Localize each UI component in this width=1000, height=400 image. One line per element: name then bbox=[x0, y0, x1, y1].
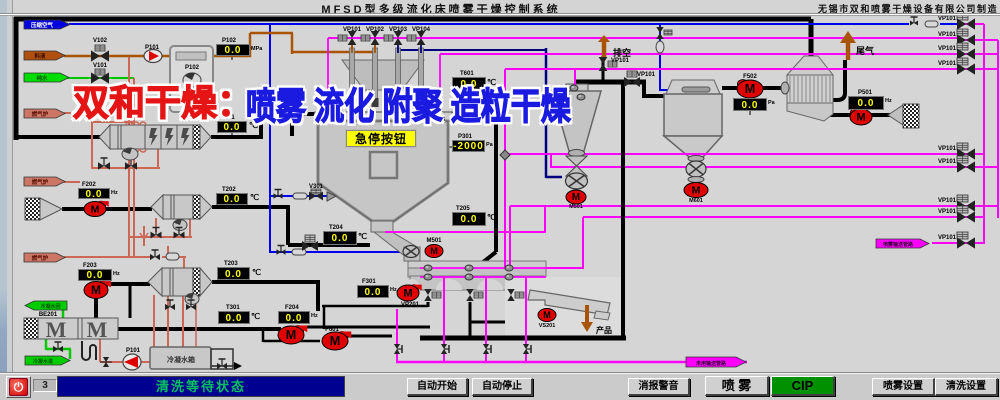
svg-text:V101: V101 bbox=[93, 63, 108, 69]
svg-text:VP103: VP103 bbox=[389, 27, 408, 33]
svg-text:M501: M501 bbox=[426, 238, 442, 244]
svg-text:M: M bbox=[46, 317, 67, 342]
svg-text:M: M bbox=[543, 310, 551, 320]
svg-text:VP101: VP101 bbox=[938, 16, 957, 22]
svg-text:M: M bbox=[856, 112, 865, 124]
svg-text:M: M bbox=[692, 184, 701, 196]
svg-text:F502: F502 bbox=[743, 74, 757, 80]
svg-text:VP101: VP101 bbox=[938, 198, 957, 204]
svg-text:冷凝水回: 冷凝水回 bbox=[40, 303, 60, 310]
svg-text:M: M bbox=[430, 246, 438, 256]
svg-text:VP102: VP102 bbox=[366, 27, 385, 33]
svg-text:压缩空气: 压缩空气 bbox=[31, 21, 54, 29]
svg-text:VP101: VP101 bbox=[637, 72, 656, 78]
svg-text:VP101: VP101 bbox=[938, 61, 957, 67]
svg-text:VP101: VP101 bbox=[938, 209, 957, 215]
svg-text:VP101: VP101 bbox=[343, 27, 362, 33]
svg-text:V102: V102 bbox=[93, 38, 108, 44]
svg-text:M: M bbox=[572, 192, 580, 203]
svg-text:VP101: VP101 bbox=[611, 58, 630, 64]
svg-text:纯水: 纯水 bbox=[36, 74, 48, 82]
svg-text:燃气炉: 燃气炉 bbox=[32, 254, 49, 262]
svg-text:P101: P101 bbox=[145, 45, 160, 51]
svg-text:BE201: BE201 bbox=[39, 312, 58, 318]
svg-text:VP201: VP201 bbox=[401, 302, 420, 308]
svg-text:未用输送管路: 未用输送管路 bbox=[695, 360, 727, 367]
svg-text:M: M bbox=[286, 328, 297, 342]
svg-text:冷凝水进: 冷凝水进 bbox=[33, 358, 53, 365]
svg-text:喷雾输送管路: 喷雾输送管路 bbox=[883, 241, 914, 248]
svg-text:VP101: VP101 bbox=[938, 46, 957, 52]
svg-text:燃气炉: 燃气炉 bbox=[32, 110, 49, 118]
svg-text:M501: M501 bbox=[569, 204, 583, 210]
svg-text:M: M bbox=[330, 334, 341, 348]
svg-text:VS201: VS201 bbox=[539, 323, 556, 329]
svg-text:M: M bbox=[403, 288, 412, 300]
svg-text:P102: P102 bbox=[185, 65, 200, 71]
svg-text:尾气: 尾气 bbox=[855, 45, 874, 56]
svg-text:M: M bbox=[91, 203, 100, 215]
svg-text:M: M bbox=[91, 283, 101, 297]
svg-text:P101: P101 bbox=[126, 348, 141, 354]
svg-text:排空: 排空 bbox=[613, 47, 631, 58]
svg-text:M: M bbox=[87, 317, 108, 342]
svg-text:产品: 产品 bbox=[596, 325, 612, 335]
svg-text:M601: M601 bbox=[689, 198, 703, 204]
svg-text:VP104: VP104 bbox=[412, 27, 431, 33]
svg-text:料液: 料液 bbox=[34, 52, 46, 60]
svg-text:F601: F601 bbox=[325, 327, 339, 333]
svg-text:VP101: VP101 bbox=[938, 32, 957, 38]
svg-text:VP101: VP101 bbox=[938, 159, 957, 165]
svg-text:冷凝水箱: 冷凝水箱 bbox=[167, 355, 195, 364]
svg-text:燃气炉: 燃气炉 bbox=[32, 178, 49, 186]
svg-text:M: M bbox=[745, 82, 756, 96]
svg-text:VP101: VP101 bbox=[938, 146, 957, 152]
svg-text:V301: V301 bbox=[309, 184, 324, 190]
svg-text:VP101: VP101 bbox=[938, 235, 957, 241]
